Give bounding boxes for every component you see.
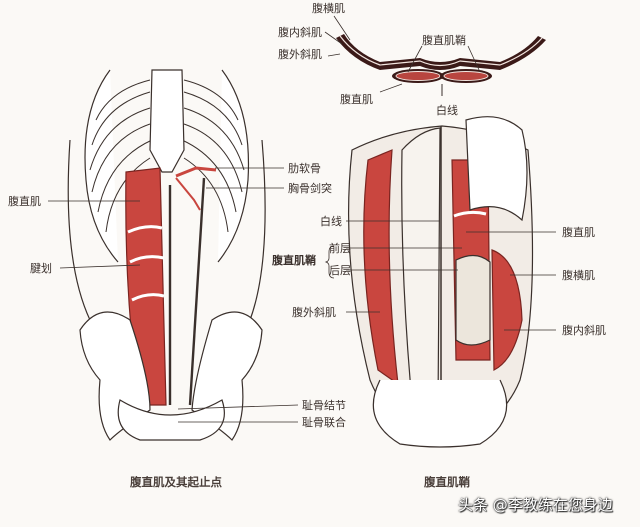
anterior-layer-label: 前层 — [329, 242, 351, 255]
watermark: 头条 @李教练在您身边 — [458, 496, 613, 514]
right-linea-alba-label: 白线 — [320, 215, 342, 228]
right-external-oblique-label: 腹外斜肌 — [292, 306, 336, 319]
pubic-symphysis-label: 耻骨联合 — [302, 416, 346, 429]
leader-lines — [48, 167, 556, 423]
left-figure-caption: 腹直肌及其起止点 — [130, 475, 222, 489]
right-sheath-label: 腹直肌鞘 — [272, 254, 316, 267]
cross-rectus-sheath-label: 腹直肌鞘 — [422, 34, 466, 47]
costal-cartilage-label: 肋软骨 — [288, 162, 321, 175]
xiphoid-label: 胸骨剑突 — [288, 182, 332, 195]
cross-linea-alba-label: 白线 — [436, 104, 458, 117]
right-transversus-label: 腹横肌 — [562, 269, 595, 282]
cross-rectus-label: 腹直肌 — [340, 93, 373, 106]
tendinous-intersection-label: 腱划 — [30, 262, 52, 275]
rectus-origin-insertion-figure — [67, 69, 266, 441]
cross-section-diagram — [324, 15, 546, 96]
cross-external-oblique-label: 腹外斜肌 — [278, 48, 322, 61]
pubic-tubercle-label: 耻骨结节 — [302, 399, 346, 412]
right-figure-caption: 腹直肌鞘 — [424, 475, 470, 489]
cross-transversus-label: 腹横肌 — [312, 2, 345, 15]
right-internal-oblique-label: 腹内斜肌 — [562, 324, 606, 337]
cross-internal-oblique-label: 腹内斜肌 — [278, 26, 322, 39]
rectus-sheath-figure — [348, 116, 534, 448]
posterior-layer-label: 后层 — [329, 264, 351, 277]
left-rectus-label: 腹直肌 — [8, 195, 41, 208]
right-rectus-label: 腹直肌 — [562, 226, 595, 239]
